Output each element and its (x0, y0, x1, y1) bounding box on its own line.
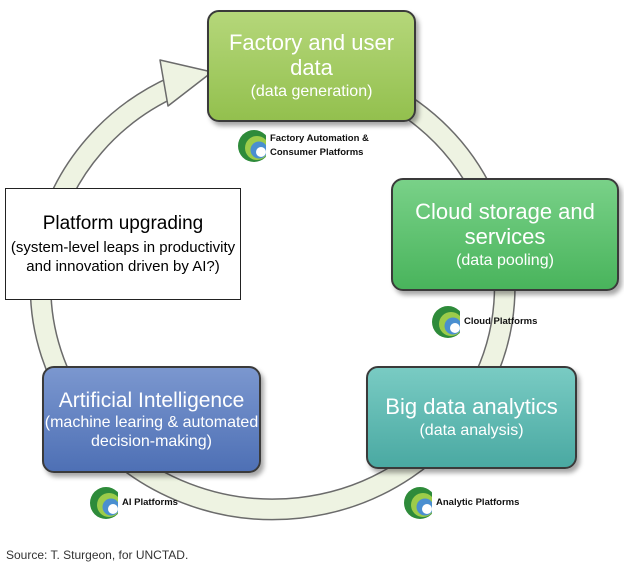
node-artificial-intelligence: Artificial Intelligence (machine learing… (42, 366, 261, 473)
platform-analytic: Analytic Platforms (402, 485, 519, 521)
node-platform-upgrading: Platform upgrading (system-level leaps i… (5, 188, 241, 300)
platform-cloud: Cloud Platforms (430, 304, 537, 340)
node-title: Big data analytics (385, 394, 558, 419)
platform-logo-icon (404, 487, 432, 519)
node-factory-user-data: Factory and user data (data generation) (207, 10, 416, 122)
node-title: Cloud storage and services (415, 198, 595, 249)
platform-logo-icon (90, 487, 118, 519)
platform-label: Factory Automation & Consumer Platforms (270, 133, 369, 158)
platform-logo-icon (238, 130, 266, 162)
node-subtitle: (data analysis) (419, 422, 524, 439)
platform-factory: Factory Automation & Consumer Platforms (236, 128, 388, 164)
platform-ai: AI Platforms (88, 485, 178, 521)
node-title: Factory and user data (228, 30, 395, 80)
node-big-data-analytics: Big data analytics (data analysis) (366, 366, 577, 469)
node-subtitle: (system-level leaps in productivity and … (10, 239, 236, 275)
platform-logo-icon (432, 306, 460, 338)
node-subtitle: (data generation) (250, 83, 373, 100)
node-title: Artificial Intelligence (58, 388, 245, 412)
source-note: Source: T. Sturgeon, for UNCTAD. (6, 548, 189, 562)
platform-label: Cloud Platforms (464, 316, 538, 327)
node-cloud-storage: Cloud storage and services (data pooling… (391, 178, 619, 291)
node-subtitle: (data pooling) (456, 251, 554, 269)
platform-label: Analytic Platforms (436, 497, 520, 508)
node-title: Platform upgrading (42, 213, 204, 234)
node-subtitle: (machine learing & automated decision-ma… (44, 413, 259, 450)
platform-label: AI Platforms (122, 497, 178, 508)
